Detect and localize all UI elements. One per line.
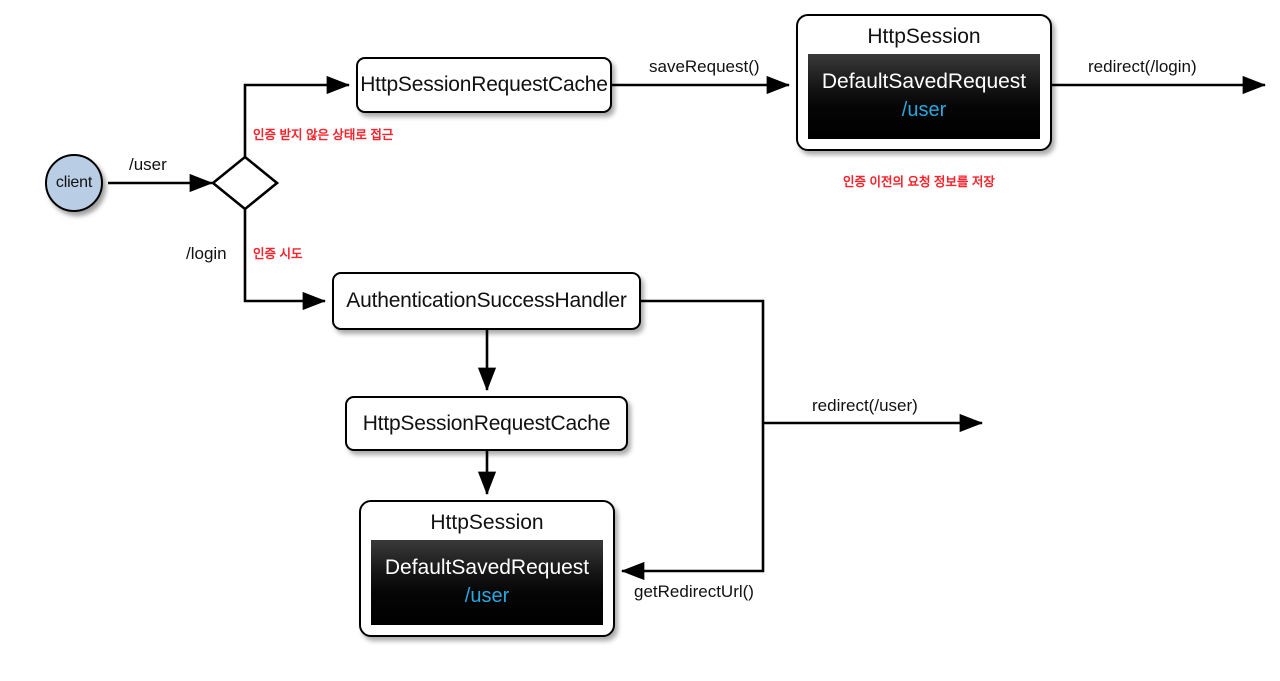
node-client[interactable]: client <box>45 154 103 212</box>
edge-label-redirect-login: redirect(/login) <box>1088 57 1197 76</box>
node-authentication-success-handler[interactable]: AuthenticationSuccessHandler <box>332 272 641 330</box>
default-saved-request-bottom[interactable]: DefaultSavedRequest /user <box>371 540 603 625</box>
client-label: client <box>55 174 93 191</box>
note-save-before-auth: 인증 이전의 요청 정보를 저장 <box>843 175 995 189</box>
node-http-session-request-cache-top[interactable]: HttpSessionRequestCache <box>356 57 612 113</box>
note-unauthenticated-access: 인증 받지 않은 상태로 접근 <box>253 128 394 142</box>
http-session-bottom-title: HttpSession <box>430 511 544 534</box>
edge-label-client-to-decision: /user <box>129 155 167 174</box>
node-http-session-top[interactable]: HttpSession DefaultSavedRequest /user <box>796 14 1052 151</box>
http-session-request-cache-bottom-label: HttpSessionRequestCache <box>362 411 611 435</box>
http-session-top-title: HttpSession <box>867 25 981 48</box>
note-auth-attempt: 인증 시도 <box>253 247 303 261</box>
node-http-session-bottom[interactable]: HttpSession DefaultSavedRequest /user <box>359 500 615 637</box>
decision-diamond <box>210 155 280 211</box>
default-saved-request-top-value: /user <box>901 98 947 121</box>
edge-auth-handler-to-session-bottom-getredirecturl <box>620 299 765 581</box>
default-saved-request-bottom-title: DefaultSavedRequest <box>384 555 590 579</box>
node-http-session-request-cache-bottom[interactable]: HttpSessionRequestCache <box>345 396 628 451</box>
http-session-request-cache-top-label: HttpSessionRequestCache <box>360 73 608 96</box>
edge-label-redirect-user: redirect(/user) <box>812 396 918 415</box>
default-saved-request-bottom-value: /user <box>464 584 510 607</box>
authentication-success-handler-label: AuthenticationSuccessHandler <box>346 289 627 312</box>
edge-label-get-redirect-url: getRedirectUrl() <box>634 582 754 601</box>
default-saved-request-top[interactable]: DefaultSavedRequest /user <box>808 54 1040 139</box>
edge-label-decision-to-auth: /login <box>186 244 227 263</box>
default-saved-request-top-title: DefaultSavedRequest <box>821 69 1027 93</box>
edge-label-save-request: saveRequest() <box>649 57 760 76</box>
edge-decision-to-cache-top <box>243 75 351 157</box>
